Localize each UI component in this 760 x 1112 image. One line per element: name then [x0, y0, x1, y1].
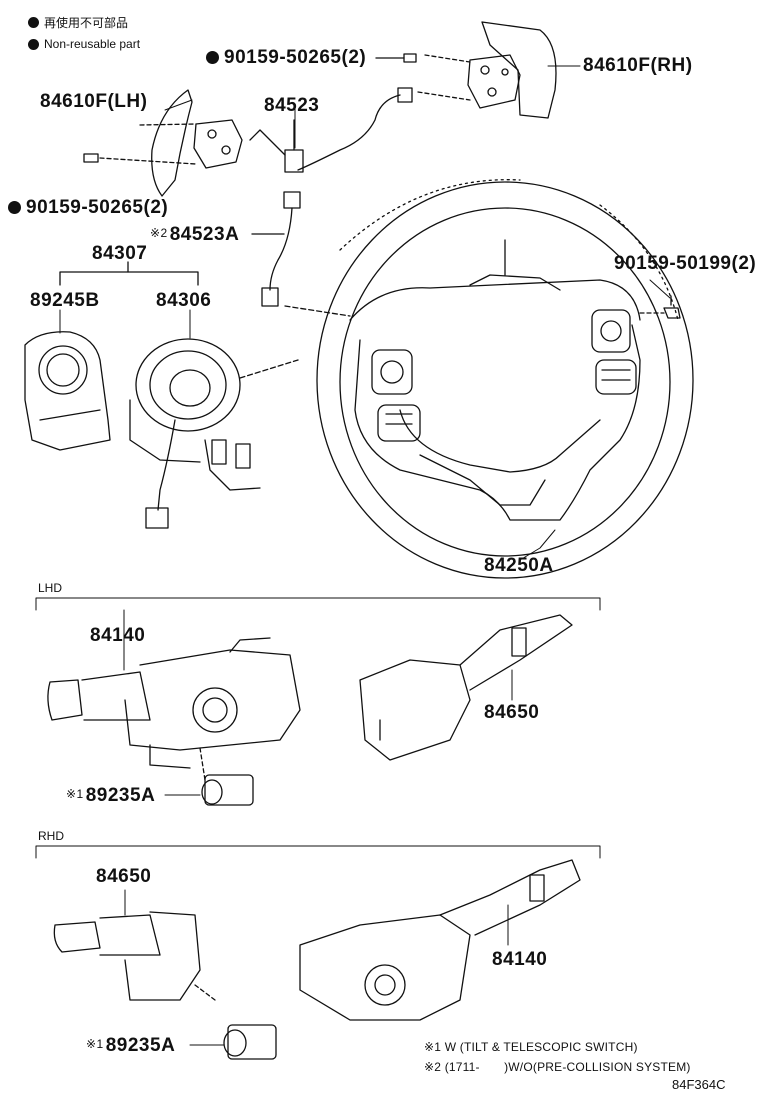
note-text: (1711- )W/O(PRE-COLLISION SYSTEM): [444, 1060, 691, 1074]
footnote-2: ※2 (1711- )W/O(PRE-COLLISION SYSTEM): [424, 1058, 691, 1075]
diagram-code: 84F364C: [672, 1077, 726, 1092]
part-label-rhd-84650: 84650: [96, 866, 152, 887]
section-label-lhd: LHD: [38, 581, 63, 595]
legend-text-en: Non-reusable part: [44, 37, 141, 51]
part-number: 90159-50265(2): [26, 197, 169, 218]
part-label-84307: 84307: [92, 243, 148, 264]
non-reusable-dot-icon: [28, 38, 39, 50]
note-mark: ※2: [424, 1060, 442, 1074]
note-mark: ※2: [150, 226, 168, 240]
paddle-lh-drawing: [83, 89, 243, 197]
part-label-bolt-left: 90159-50265(2): [8, 198, 168, 217]
rhd-bracket: [35, 845, 601, 859]
part-label-84523: 84523: [264, 95, 320, 116]
part-label-84306: 84306: [156, 290, 212, 311]
part-label-bolt-right: 90159-50199(2): [614, 253, 757, 274]
part-number: 84523A: [169, 224, 240, 245]
part-label-84523a: ※2 84523A: [150, 225, 239, 244]
note-mark: ※1: [66, 787, 84, 801]
part-label-84250a: 84250A: [484, 555, 554, 576]
part-label-rhd-84140: 84140: [492, 949, 548, 970]
non-reusable-dot-icon: [28, 17, 39, 28]
lhd-bracket: [35, 597, 601, 611]
legend-non-reusable-jp: 再使用不可部品: [28, 14, 128, 31]
lhd-89235a-drawing: [164, 774, 254, 806]
part-number: 90159-50265(2): [224, 47, 367, 68]
non-reusable-dot-icon: [8, 201, 21, 214]
wire-84523-drawing: [249, 87, 413, 173]
steering-wheel-drawing: [316, 179, 694, 579]
bracket-84307-drawing: [59, 261, 199, 286]
footnote-1: ※1 W (TILT & TELESCOPIC SWITCH): [424, 1040, 638, 1054]
part-label-bolt-top: 90159-50265(2): [206, 48, 366, 67]
non-reusable-dot-icon: [206, 51, 219, 64]
legend-text-jp: 再使用不可部品: [44, 16, 129, 30]
note-text: W (TILT & TELESCOPIC SWITCH): [444, 1040, 638, 1054]
legend-non-reusable-en: Non-reusable part: [28, 37, 140, 51]
rhd-84650-drawing: [53, 889, 216, 1001]
note-mark: ※1: [424, 1040, 442, 1054]
spiral-84306-drawing: [129, 338, 299, 529]
wire-84523a-drawing: [251, 191, 351, 317]
note-mark: ※1: [86, 1037, 104, 1051]
leader-lines: [59, 65, 671, 561]
part-number: 89235A: [105, 1035, 176, 1056]
part-label-89245b: 89245B: [30, 290, 100, 311]
sensor-89245b-drawing: [24, 331, 111, 451]
screw-right-drawing: [639, 295, 681, 319]
part-label-rhd-89235a: ※1 89235A: [86, 1036, 175, 1055]
screw-top-drawing: [375, 53, 417, 63]
part-label-lhd-89235a: ※1 89235A: [66, 786, 155, 805]
part-label-lhd-84650: 84650: [484, 702, 540, 723]
part-label-lhd-84140: 84140: [90, 625, 146, 646]
rhd-89235a-drawing: [189, 1024, 277, 1060]
rhd-84140-drawing: [299, 859, 581, 1021]
paddle-rh-drawing: [417, 21, 557, 119]
lhd-84140-drawing: [47, 609, 301, 781]
lhd-84650-drawing: [359, 614, 573, 761]
part-label-paddle-rh: 84610F(RH): [583, 55, 693, 76]
section-label-rhd: RHD: [38, 829, 64, 843]
part-number: 89235A: [85, 785, 156, 806]
part-label-paddle-lh: 84610F(LH): [40, 91, 148, 112]
